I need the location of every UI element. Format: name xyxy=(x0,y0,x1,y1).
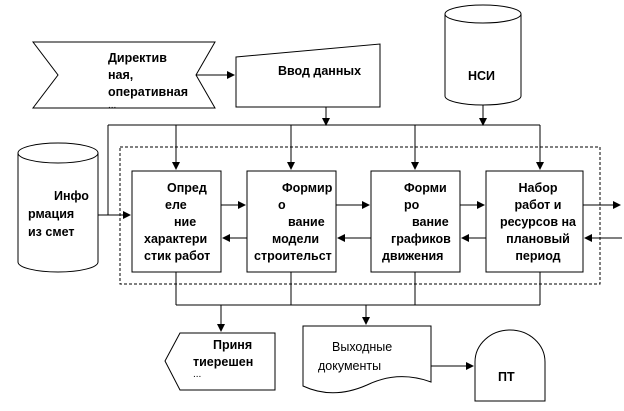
estimates-label: Инфо рмация из смет xyxy=(28,189,89,239)
connectors xyxy=(98,71,622,370)
data-input-label: Ввод данных xyxy=(278,64,362,78)
process-box-4 xyxy=(485,170,584,273)
decision-label: Приня тиерешен ... xyxy=(193,338,254,380)
directive-label: Директив ная, оперативная ... xyxy=(108,51,189,111)
pt-label: ПТ xyxy=(498,370,515,384)
process-3-label: Форми ро вание графиков движения xyxy=(382,181,451,263)
process-4-label: Набор работ и ресурсов на плановый перио… xyxy=(499,181,577,263)
decision-shape xyxy=(164,332,276,391)
nsi-label: НСИ xyxy=(468,69,496,83)
output-docs-label: Выходные документы xyxy=(318,340,393,373)
process-2-label: Формир о вание модели строительст xyxy=(254,181,333,263)
data-input-shape xyxy=(235,43,381,108)
pt-shape xyxy=(474,329,546,402)
output-docs-shape xyxy=(302,325,432,394)
directive-shape xyxy=(31,41,216,109)
process-1-label: Опред еле ние характери стик работ xyxy=(144,181,211,263)
estimates-cylinder xyxy=(17,142,99,273)
nsi-cylinder xyxy=(444,4,522,106)
